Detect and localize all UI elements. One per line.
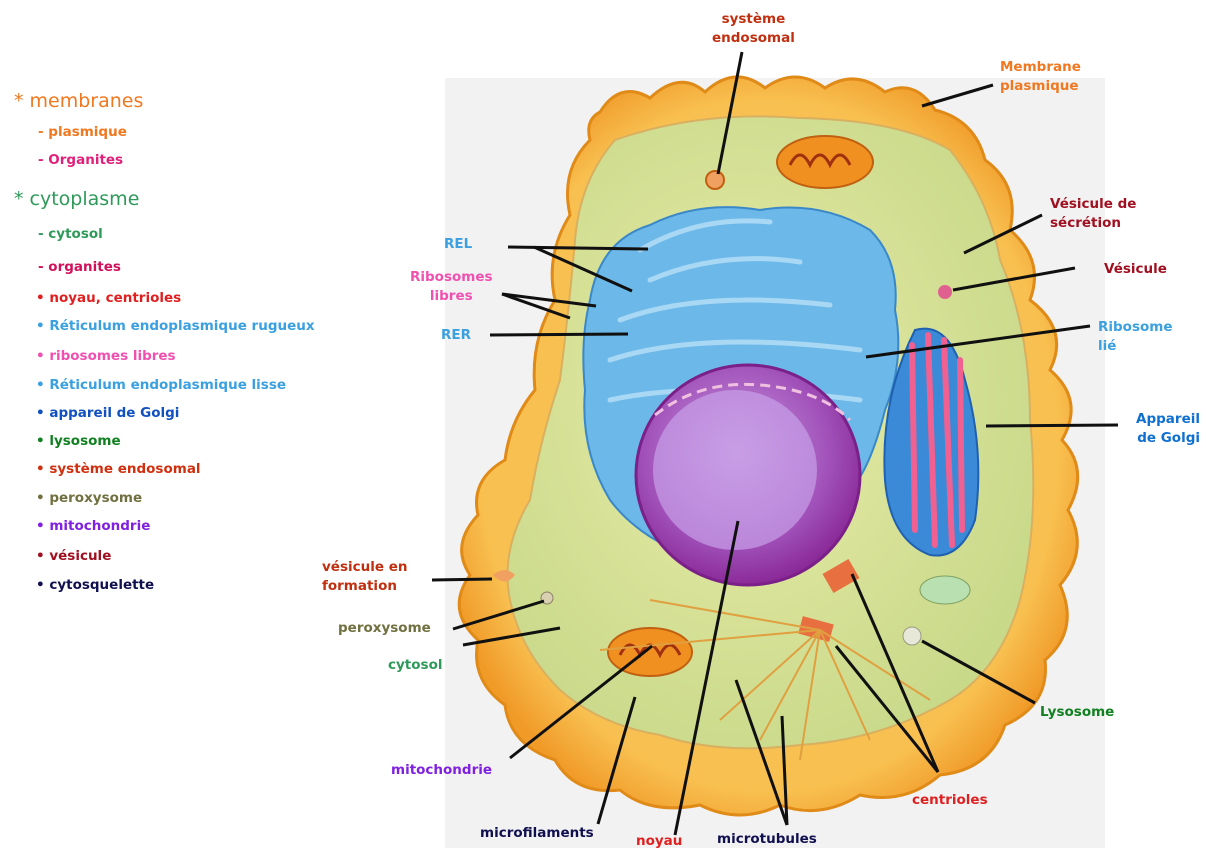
label-lysosome: Lysosome — [1040, 703, 1114, 722]
label-noyau: noyau — [636, 832, 682, 851]
label-systeme-endosomal: système endosomal — [712, 10, 795, 48]
mitochondrion-bottom — [608, 628, 692, 676]
label-cytosol: cytosol — [388, 656, 442, 675]
label-vesicule-secretion: Vésicule de sécrétion — [1050, 195, 1136, 233]
endosome — [706, 171, 724, 189]
label-microfilaments: microfilaments — [480, 824, 594, 843]
label-rel: REL — [444, 235, 472, 254]
label-mitochondrie: mitochondrie — [391, 761, 492, 780]
label-ribosome-lie: Ribosome lié — [1098, 318, 1173, 356]
nucleolus — [653, 390, 817, 550]
label-vesicule-formation: vésicule en formation — [322, 558, 407, 596]
label-appareil-golgi: Appareil de Golgi — [1120, 410, 1200, 448]
label-microtubules: microtubules — [717, 830, 817, 849]
label-membrane-plasmique: Membrane plasmique — [1000, 58, 1081, 96]
label-peroxysome: peroxysome — [338, 619, 431, 638]
label-vesicule: Vésicule — [1104, 260, 1167, 279]
mitochondrion-top — [777, 136, 873, 188]
label-centrioles: centrioles — [912, 791, 988, 810]
vesicle — [938, 285, 952, 299]
label-rer: RER — [441, 326, 471, 345]
label-ribosomes-libres: Ribosomes libres — [410, 268, 493, 306]
lysosome-2 — [920, 576, 970, 604]
lysosome — [903, 627, 921, 645]
